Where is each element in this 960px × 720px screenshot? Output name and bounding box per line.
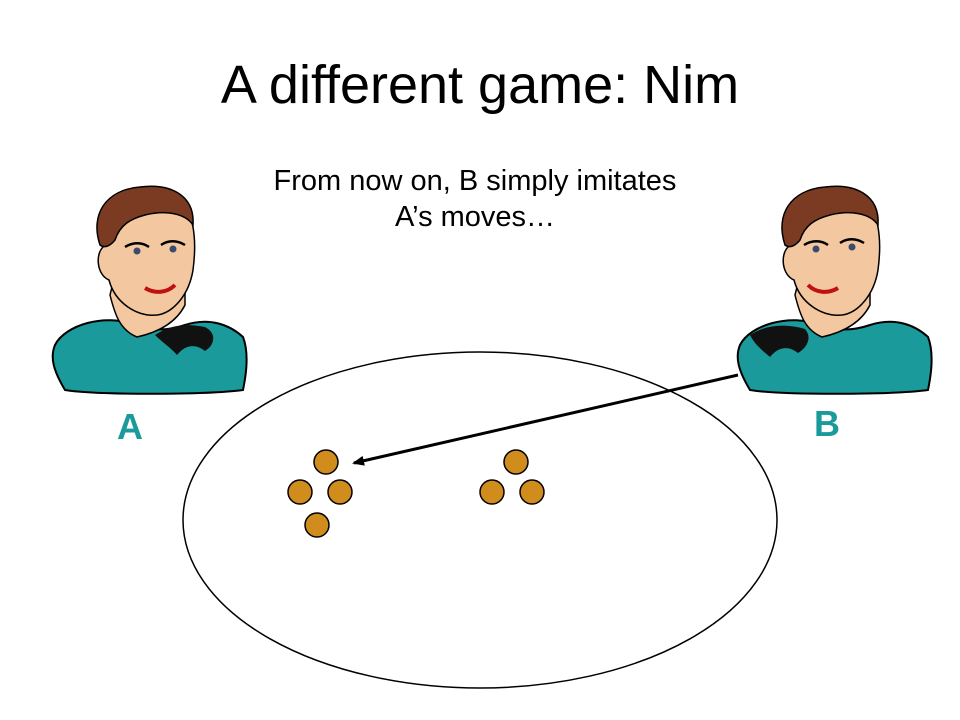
player-b-mouth [806,283,840,294]
slide-title: A different game: Nim [220,55,740,115]
token [313,449,339,475]
pile-right [479,449,545,505]
player-b-figure [736,185,933,395]
token [304,512,330,538]
player-a-eyes [124,240,186,249]
slide-subtitle: From now on, B simply imitates A’s moves… [273,165,677,233]
game-board [182,351,778,689]
player-b-eyes [803,238,865,247]
player-b-label: B [814,403,840,444]
player-b-eye-left [812,245,820,253]
player-a-label: A [117,406,143,447]
token [327,479,353,505]
player-a-figure [51,185,248,395]
player-b-hair [781,185,879,248]
player-a-hair [96,185,194,248]
move-arrow [352,373,739,466]
token [479,479,505,505]
pile-left [287,449,353,538]
token [287,479,313,505]
token [503,449,529,475]
player-a-eye-left [133,247,141,255]
player-b-shadow [750,325,809,357]
player-a-mouth [143,283,177,294]
token [519,479,545,505]
player-b-eye-right [848,243,856,251]
player-a-shadow [155,325,214,355]
player-a-eye-right [169,245,177,253]
